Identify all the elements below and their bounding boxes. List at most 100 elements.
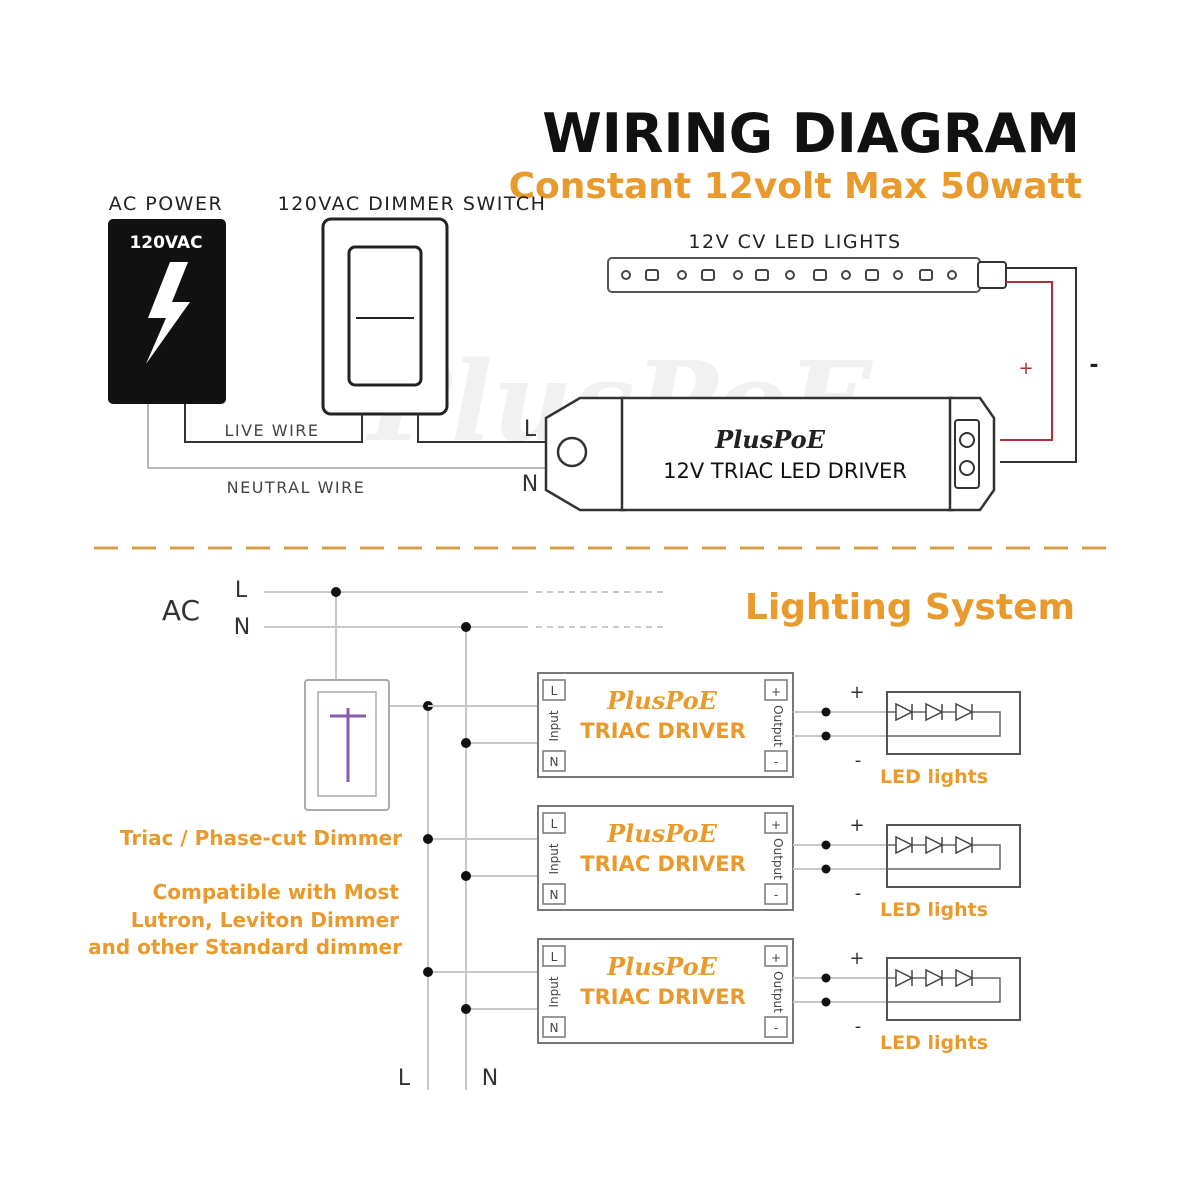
driver-output-terminal [954, 419, 980, 489]
live-wire-to-driver [417, 414, 560, 443]
dimmer-switch-label: 120VAC DIMMER SWITCH [278, 193, 547, 215]
output-minus-terminal [764, 1016, 788, 1038]
diode-icon [925, 702, 944, 722]
led-loop-wire [888, 711, 1001, 737]
diode-icon [895, 702, 914, 722]
diagram-title: WIRING DIAGRAM [542, 102, 1080, 165]
led-dot [621, 270, 631, 280]
rail-n-label: N [482, 1066, 498, 1091]
negative-wire-label: - [1089, 353, 1098, 378]
lightning-bolt-icon [146, 262, 190, 364]
minus-label: - [855, 750, 862, 771]
output-minus-label: - [774, 755, 778, 769]
driver-brand: PlusPoE [606, 819, 718, 848]
driver-input-l: L [524, 417, 537, 442]
output-minus-label: - [774, 888, 778, 902]
plus-label: + [849, 948, 864, 969]
driver-name: TRIAC DRIVER [580, 985, 745, 1009]
minus-label: - [855, 1016, 862, 1037]
led-strip-dots [621, 269, 957, 281]
driver-name: TRIAC DRIVER [580, 852, 745, 876]
output-plus-terminal [764, 945, 788, 967]
diode-icon [955, 702, 974, 722]
led-lights-label: LED lights [880, 1032, 988, 1054]
driver-box [537, 805, 794, 911]
output-plus-terminal [764, 812, 788, 834]
led-chip [645, 269, 659, 281]
led-dot [733, 270, 743, 280]
led-strip-label: 12V CV LED LIGHTS [688, 231, 901, 253]
led-dot [893, 270, 903, 280]
led-chip [865, 269, 879, 281]
terminal-screw-icon [959, 432, 975, 448]
live-wire-label: LIVE WIRE [224, 421, 319, 440]
input-l-terminal [542, 812, 566, 834]
led-chip [813, 269, 827, 281]
junction-dot [461, 738, 471, 748]
positive-wire [1000, 281, 1053, 441]
input-n-terminal [542, 883, 566, 905]
output-label: Output [771, 705, 785, 747]
driver-name: 12V TRIAC LED DRIVER [663, 459, 907, 483]
ac-label: AC [162, 594, 200, 627]
led-dot [947, 270, 957, 280]
led-strip-connector [977, 261, 1007, 289]
line-l-label: L [235, 578, 248, 603]
output-plus-label: + [771, 685, 781, 699]
driver-brand: PlusPoE [606, 952, 718, 981]
junction-dot [821, 840, 831, 850]
input-l-label: L [551, 817, 558, 831]
led-dot [841, 270, 851, 280]
led-loop-wire [888, 844, 1001, 870]
plus-label: + [849, 815, 864, 836]
line-n-label: N [234, 615, 250, 640]
junction-dot [461, 1004, 471, 1014]
ac-power-label: AC POWER [109, 193, 223, 215]
driver-unit: L N + - PlusPoE TRIAC DRIVER LED lights + - Input… [423, 805, 1021, 921]
led-dot [677, 270, 687, 280]
output-plus-label: + [771, 818, 781, 832]
ac-power-voltage: 120VAC [129, 233, 202, 253]
junction-dot [821, 973, 831, 983]
input-label: Input [547, 843, 561, 874]
output-minus-terminal [764, 883, 788, 905]
input-label: Input [547, 710, 561, 741]
diode-icon [925, 835, 944, 855]
input-n-terminal [542, 1016, 566, 1038]
led-lights-box [886, 691, 1021, 755]
compat-line-2: Lutron, Leviton Dimmer [131, 908, 399, 932]
plus-label: + [849, 682, 864, 703]
negative-wire [1000, 267, 1077, 463]
junction-dot [331, 587, 341, 597]
input-label: Input [547, 976, 561, 1007]
terminal-screw-icon [959, 460, 975, 476]
diode-icon [955, 835, 974, 855]
lighting-system-title: Lighting System [745, 587, 1075, 628]
positive-wire-label: + [1018, 358, 1033, 379]
compat-line-1: Compatible with Most [153, 880, 400, 904]
input-n-terminal [542, 750, 566, 772]
driver-brand: PlusPoE [714, 425, 826, 454]
compat-line-3: and other Standard dimmer [88, 935, 402, 959]
driver-brand: PlusPoE [606, 686, 718, 715]
minus-label: - [855, 883, 862, 904]
led-lights-box [886, 824, 1021, 888]
junction-dot [821, 731, 831, 741]
output-minus-terminal [764, 750, 788, 772]
diagram-subtitle: Constant 12volt Max 50watt [509, 166, 1082, 207]
led-lights-label: LED lights [880, 899, 988, 921]
led-dot [785, 270, 795, 280]
neutral-wire [147, 404, 560, 469]
diode-icon [955, 968, 974, 988]
dimmer-caption: Triac / Phase-cut Dimmer [120, 826, 402, 850]
driver-box [537, 938, 794, 1044]
driver-screw [556, 436, 588, 468]
input-n-label: N [550, 888, 559, 902]
output-plus-label: + [771, 951, 781, 965]
output-plus-terminal [764, 679, 788, 701]
junction-dot [461, 622, 471, 632]
live-wire [184, 404, 363, 443]
driver-input-n: N [522, 472, 538, 497]
input-n-label: N [550, 1021, 559, 1035]
